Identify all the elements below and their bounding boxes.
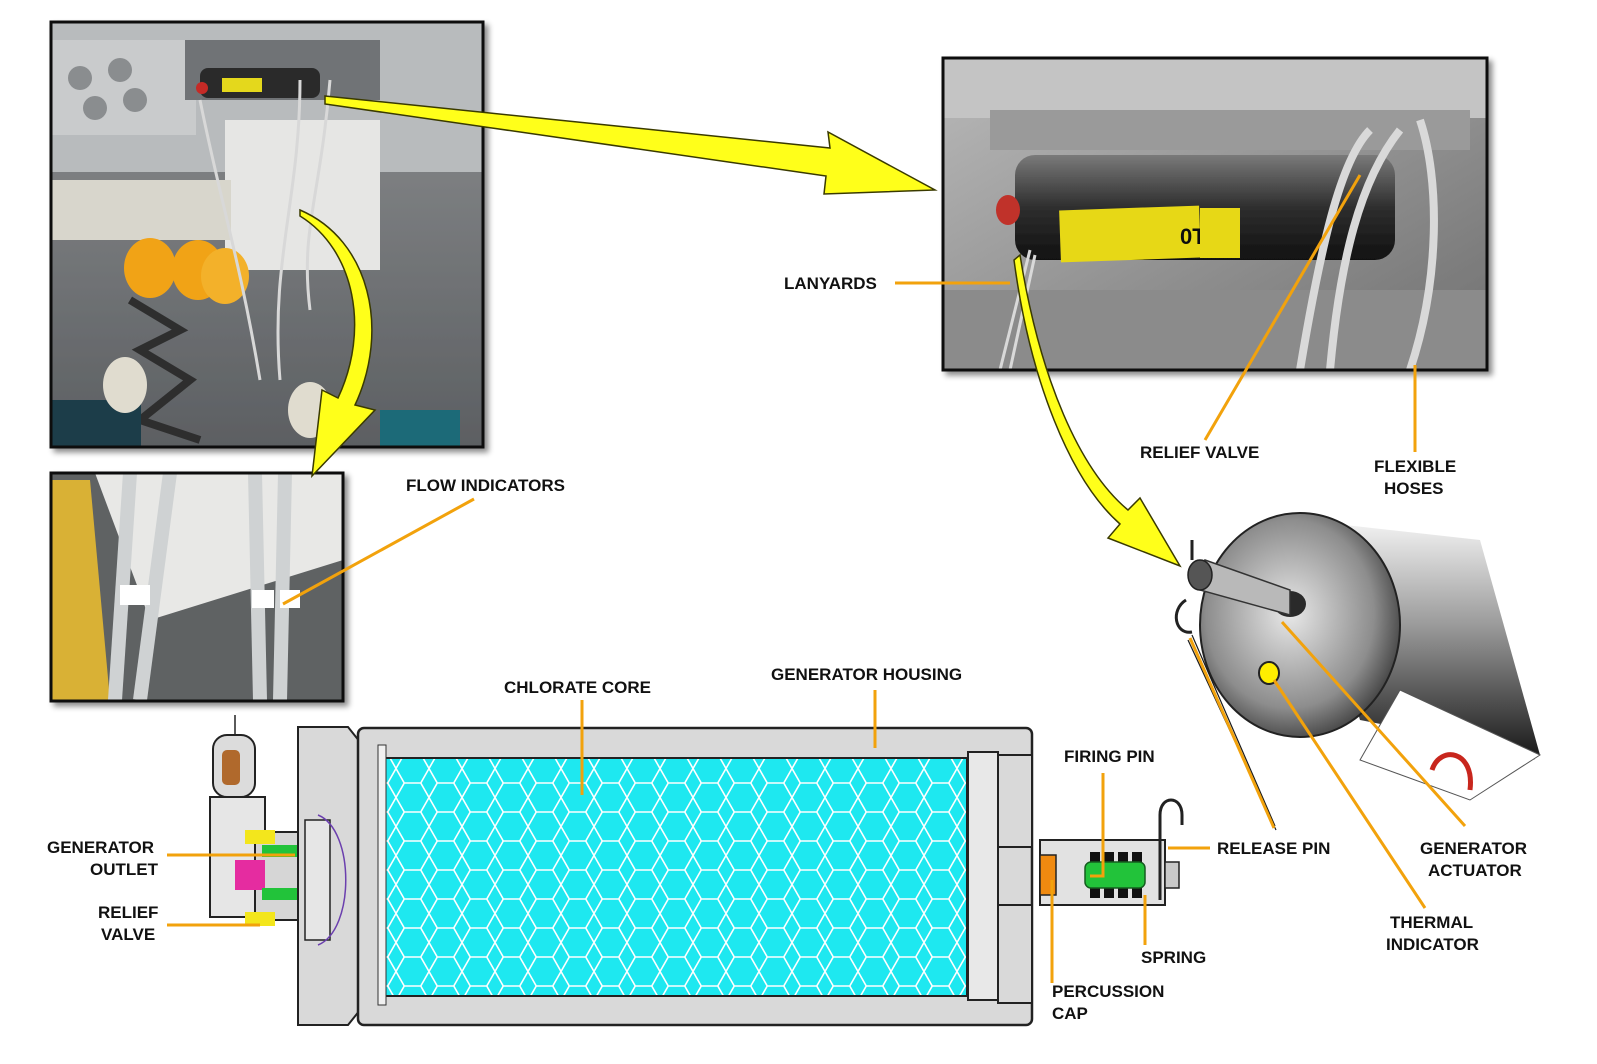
label-generator-outlet-line1: GENERATOR (47, 838, 154, 857)
label-percussion-cap-line2: CAP (1052, 1004, 1088, 1023)
label-generator-actuator-line1: GENERATOR (1420, 839, 1527, 858)
arrow-to-actuator (1013, 253, 1182, 568)
arrow-to-flow-indicators (299, 208, 377, 479)
label-thermal-indicator-line2: INDICATOR (1386, 935, 1479, 954)
generator-cutaway (209, 715, 1184, 1027)
photo-flow-indicators (49, 471, 345, 703)
label-percussion-cap-line1: PERCUSSION (1052, 982, 1164, 1001)
leader-lines (167, 174, 1467, 983)
label-flexible-hoses-line2: HOSES (1384, 479, 1444, 498)
label-chlorate-core: CHLORATE CORE (504, 678, 651, 697)
callout-labels: LANYARDS RELIEF VALVE FLEXIBLE HOSES FLO… (47, 274, 1527, 1023)
hook-icon (1174, 540, 1194, 634)
label-generator-outlet-line2: OUTLET (90, 860, 159, 879)
label-relief-valve-top: RELIEF VALVE (1140, 443, 1259, 462)
label-flexible-hoses-line1: FLEXIBLE (1374, 457, 1456, 476)
release-pin-hook-icon (1158, 798, 1184, 900)
label-generator-housing: GENERATOR HOUSING (771, 665, 962, 684)
photo-generator-closeup: 0T (941, 56, 1489, 372)
label-release-pin: RELEASE PIN (1217, 839, 1330, 858)
photo-deployed-masks (49, 20, 485, 449)
label-firing-pin: FIRING PIN (1064, 747, 1155, 766)
label-flow-indicators: FLOW INDICATORS (406, 476, 565, 495)
label-generator-actuator-line2: ACTUATOR (1428, 861, 1522, 880)
arrow-to-closeup (324, 95, 938, 195)
label-relief-valve-bottom-line2: VALVE (101, 925, 155, 944)
label-lanyards: LANYARDS (784, 274, 877, 293)
generator-actuator-drawing (1174, 512, 1542, 801)
label-spring: SPRING (1141, 948, 1206, 967)
label-relief-valve-bottom-line1: RELIEF (98, 903, 158, 922)
label-thermal-indicator-line1: THERMAL (1390, 913, 1473, 932)
